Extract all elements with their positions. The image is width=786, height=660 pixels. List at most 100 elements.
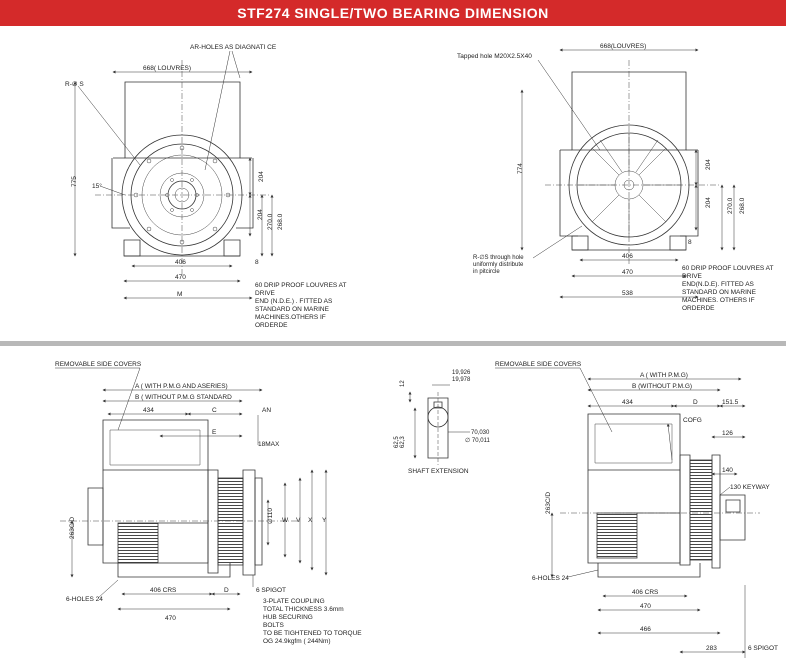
dim-c: C [212,407,217,414]
dim-204a: 204 [258,171,265,182]
title-banner: STF274 SINGLE/TWO BEARING DIMENSION [0,0,786,26]
dim-8: 8 [255,259,259,266]
louvre-note: 60 DRIP PROOF LOUVRES AT DRIVE END (N.D.… [255,282,347,329]
dim-268: 268.0 [277,213,284,230]
dim-19978: 19,978 [452,377,471,383]
svg-text:in pitcircle: in pitcircle [473,269,500,275]
dim-470-right-bottom: 470 [640,603,651,610]
dim-m: M [177,291,182,298]
svg-text:uniformly distribute: uniformly distribute [473,262,524,268]
spigot-left: 6 SPIGOT [256,587,286,594]
svg-text:MACHINES.OTHERS IF: MACHINES.OTHERS IF [255,314,326,321]
svg-text:R-∅S through hole: R-∅S through hole [473,254,524,261]
svg-text:MACHINES. OTHERS IF: MACHINES. OTHERS IF [682,297,755,304]
svg-text:3-PLATE COUPLING: 3-PLATE COUPLING [263,598,325,605]
svg-text:BOLTS: BOLTS [263,622,284,629]
holes-note-right: 6-HOLES 24 [532,575,569,582]
dim-406crs-left: 406 CRS [150,587,177,594]
dim-140: 140 [722,467,733,474]
shaft-extension-label: SHAFT EXTENSION [408,468,469,475]
dim-an: AN [262,407,271,414]
dim-d-left: D [224,587,229,594]
dim-406-right: 406 [622,253,633,260]
louvre-note-right: 60 DRIP PROOF LOUVRES AT DRIVE END(N.D.E… [682,265,774,312]
dim-126: 126 [722,430,733,437]
dim-12: 12 [400,380,406,387]
svg-text:60 DRIP PROOF LOUVRES AT: 60 DRIP PROOF LOUVRES AT [255,282,347,289]
dim-625: 62,5 [394,436,400,448]
end-view-right: 668(LOUVRES) Tapped hole M20X2.5X40 774 … [457,43,774,312]
louvres-dim: 668( LOUVRES) [143,65,191,72]
dim-470: 470 [175,274,186,281]
tapped-hole-note: Tapped hole M20X2.5X40 [457,53,532,60]
dim-v: V [296,517,301,524]
svg-text:STANDARD ON MARINE: STANDARD ON MARINE [682,289,757,296]
dim-268-right: 268.0 [739,197,746,214]
dim-434-right: 434 [622,399,633,406]
dim-w: W [282,517,289,524]
dim-18max: 18MAX [258,441,280,448]
page-title: STF274 SINGLE/TWO BEARING DIMENSION [237,5,549,21]
dim-204b-right: 204 [705,197,712,208]
dim-shaft-dia: ∅110 [267,508,274,524]
dim-1515: 151.5 [722,399,739,406]
side-view-right: REMOVABLE SIDE COVERS A ( WITH P.M.G) B … [495,361,778,658]
dim-a-left: A ( WITH P.M.G AND ASERIES) [135,383,228,390]
svg-text:OG 24.9kgfm ( 244Nm): OG 24.9kgfm ( 244Nm) [263,638,331,645]
dim-538: 538 [622,290,633,297]
dim-b-right: B (WITHOUT P.M.G) [632,383,692,390]
dim-d-right: D [693,399,698,406]
svg-text:STANDARD ON MARINE: STANDARD ON MARINE [255,306,330,313]
dim-470-right: 470 [622,269,633,276]
dim-8-right: 8 [688,239,692,246]
section-divider [0,341,786,346]
cofg-label: COFG [683,417,702,424]
dim-70030: 70,030 [471,430,490,436]
spigot-right: 6 SPIGOT [748,645,778,652]
dim-204b: 204 [257,209,264,220]
dim-270-right: 270.0 [727,197,734,214]
coupling-note: 3-PLATE COUPLING TOTAL THICKNESS 3.6mm H… [263,598,362,645]
covers-note-right: REMOVABLE SIDE COVERS [495,361,582,368]
dim-283: 283 [706,645,717,652]
height-dim-right: 774 [517,163,524,174]
dim-263-left: 263C/D [69,517,76,539]
svg-text:DRIVE: DRIVE [682,273,703,280]
holes-note-left: 6-HOLES 24 [66,596,103,603]
dim-x: X [308,517,313,524]
keyway-label: 130 KEYWAY [730,484,770,491]
height-dim: 775 [71,176,78,187]
dim-a-right: A ( WITH P.M.G) [640,372,688,379]
dim-70011: ∅ 70,011 [465,437,490,444]
holes-note: AR-HOLES AS DIAGNATI CE [190,44,277,51]
svg-text:TO BE TIGHTENED TO TORQUE: TO BE TIGHTENED TO TORQUE [263,630,362,637]
radius-note: R-∅ S [65,81,84,88]
dim-623: 62,3 [400,436,406,448]
svg-text:END(N.D.E). FITTED AS: END(N.D.E). FITTED AS [682,281,755,288]
dim-434-left: 434 [143,407,154,414]
dim-406crs-right: 406 CRS [632,589,659,596]
shaft-extension: 19,926 19,978 12 70,030 ∅ 70,011 62,5 62… [394,370,490,475]
dim-263-right: 263C/D [545,492,552,514]
dim-470-left: 470 [165,615,176,622]
dim-e: E [212,429,217,436]
svg-text:TOTAL THICKNESS 3.6mm: TOTAL THICKNESS 3.6mm [263,606,344,613]
through-hole-note: R-∅S through hole uniformly distribute i… [473,254,524,275]
dim-y: Y [322,517,327,524]
svg-text:60 DRIP PROOF LOUVRES AT: 60 DRIP PROOF LOUVRES AT [682,265,774,272]
dim-204a-right: 204 [705,159,712,170]
end-view-left: 668( LOUVRES) 775 15° R-∅ S AR-HOLES AS … [65,44,347,329]
dim-270: 270.0 [267,213,274,230]
louvres-dim-right: 668(LOUVRES) [600,43,646,50]
svg-text:ORDERDE: ORDERDE [682,305,715,312]
svg-text:HUB SECURING: HUB SECURING [263,614,313,621]
angle-dim: 15° [92,182,102,190]
svg-text:ORDERDE: ORDERDE [255,322,288,329]
svg-text:END (N.D.E.) . FITTED AS: END (N.D.E.) . FITTED AS [255,298,333,305]
dim-466: 466 [640,626,651,633]
dim-406: 406 [175,259,186,266]
dim-19926: 19,926 [452,370,471,376]
side-view-left: REMOVABLE SIDE COVERS A ( WITH P.M.G AND… [55,361,362,645]
